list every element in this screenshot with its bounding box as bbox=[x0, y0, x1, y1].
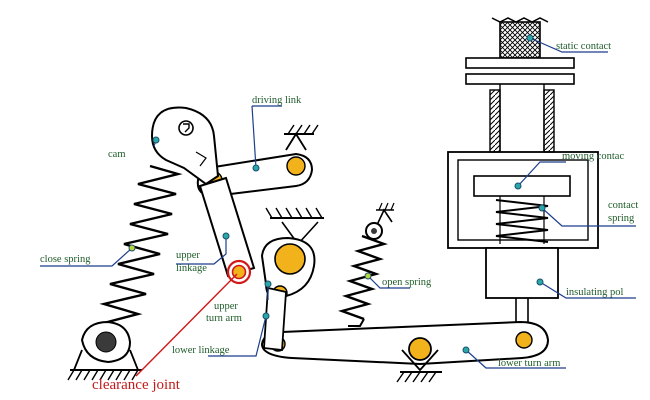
lower-pivot-support bbox=[396, 337, 442, 383]
insulating-pole-marker bbox=[536, 278, 544, 286]
moving-contact-marker bbox=[514, 182, 522, 190]
label-contact-spring-line2: spring bbox=[608, 213, 635, 224]
label-driving-link: driving link bbox=[252, 95, 302, 106]
label-upper-linkage-line1: upper bbox=[176, 250, 200, 261]
cam-marker bbox=[152, 136, 160, 144]
static-contact-assembly bbox=[465, 17, 575, 85]
label-upper-turn-arm-line1: upper bbox=[214, 301, 238, 312]
lower-linkage bbox=[263, 286, 287, 351]
label-insulating-pole: insulating pol bbox=[566, 287, 624, 298]
contact-spring-marker bbox=[538, 204, 546, 212]
clearance-leader-line bbox=[135, 273, 238, 377]
insulating-pole bbox=[485, 247, 559, 330]
label-open-spring: open spring bbox=[382, 277, 432, 288]
open-spring-marker bbox=[364, 272, 372, 280]
upper-turn-arm-marker bbox=[264, 280, 272, 288]
cam bbox=[150, 106, 220, 186]
static-contact-flange bbox=[465, 57, 575, 69]
label-static-contact: static contact bbox=[556, 41, 611, 52]
open-spring bbox=[338, 202, 395, 327]
label-upper-linkage-line2: linkage bbox=[176, 263, 207, 274]
vacuum-interrupter bbox=[447, 84, 599, 249]
label-clearance-joint: clearance joint bbox=[92, 377, 181, 393]
label-moving-contact: moving contac bbox=[562, 151, 624, 162]
label-cam: cam bbox=[108, 149, 126, 160]
driving-link-marker bbox=[252, 164, 260, 172]
label-lower-linkage: lower linkage bbox=[172, 345, 230, 356]
upper-linkage bbox=[198, 176, 256, 278]
static-contact-flange-lower bbox=[465, 73, 575, 85]
leader-lines bbox=[40, 37, 636, 369]
label-lower-turn-arm: lower turn arm bbox=[498, 358, 560, 369]
label-close-spring: close spring bbox=[40, 254, 91, 265]
close-spring-marker bbox=[128, 244, 136, 252]
lower-linkage-marker bbox=[262, 312, 270, 320]
upper-turn-arm bbox=[260, 207, 324, 302]
label-upper-turn-arm-line2: turn arm bbox=[206, 313, 242, 324]
moving-contact-plate bbox=[473, 175, 571, 197]
label-markers bbox=[128, 34, 546, 354]
upper-linkage-marker bbox=[222, 232, 230, 240]
lower-turn-arm-marker bbox=[462, 346, 470, 354]
label-contact-spring-line1: contact bbox=[608, 200, 638, 211]
static-contact-marker bbox=[526, 34, 534, 42]
close-spring bbox=[67, 164, 183, 381]
